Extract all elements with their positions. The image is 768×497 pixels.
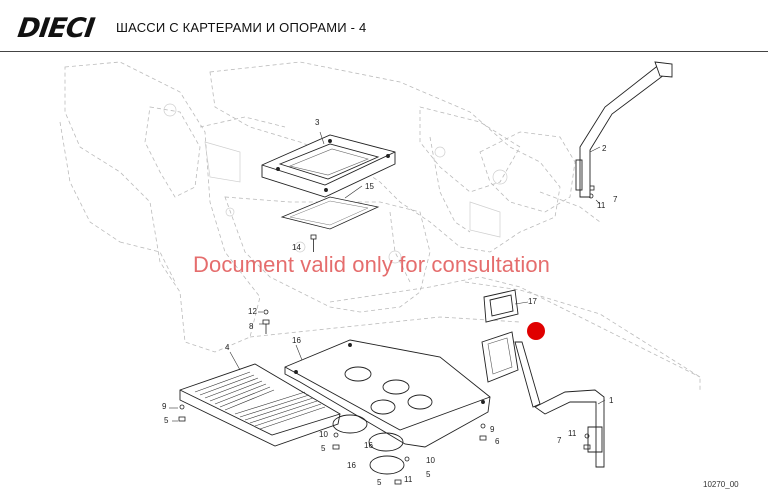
callout-10b: 10 xyxy=(426,456,435,465)
part-16-rings xyxy=(332,414,405,475)
callout-5d: 5 xyxy=(377,478,382,487)
part-2-upper-handle xyxy=(575,61,673,198)
drawing-code: 10270_00 xyxy=(703,480,739,489)
page-header: DIECI ШАССИ С КАРТЕРАМИ И ОПОРАМИ - 4 xyxy=(0,0,768,52)
brand-logo: DIECI xyxy=(15,13,96,44)
red-marker-dot xyxy=(527,322,545,340)
callout-16b: 16 xyxy=(347,461,356,470)
callout-5b: 5 xyxy=(321,444,326,453)
small-bolts xyxy=(178,185,595,485)
callout-7: 7 xyxy=(613,195,618,204)
consultation-watermark: Document valid only for consultation xyxy=(193,252,551,277)
callout-numbers: 3 15 14 2 11 7 12 8 4 16 17 1 9 5 9 6 10… xyxy=(162,118,618,487)
callout-14: 15 xyxy=(365,182,374,191)
chassis-detail-lines xyxy=(163,103,508,264)
callout-1: 1 xyxy=(609,396,614,405)
leader-lines xyxy=(169,131,606,422)
callout-11b: 11 xyxy=(404,475,413,484)
callout-17: 17 xyxy=(528,297,537,306)
callout-9: 9 xyxy=(162,402,167,411)
header-divider xyxy=(0,51,768,52)
callout-11c: 11 xyxy=(568,429,577,438)
callout-16: 16 xyxy=(364,441,373,450)
part-15-skid-plate xyxy=(284,339,491,448)
part-17-lamp xyxy=(481,289,519,383)
callout-12: 12 xyxy=(248,307,257,316)
callout-5: 5 xyxy=(164,416,169,425)
bolt-stack-13 xyxy=(310,234,317,252)
callout-4: 4 xyxy=(225,343,230,352)
callout-7b: 7 xyxy=(557,436,562,445)
callout-15: 16 xyxy=(292,336,301,345)
part-1-lower-handle xyxy=(514,341,605,468)
callout-11: 11 xyxy=(597,201,606,210)
callout-10: 10 xyxy=(319,430,328,439)
part-14-gasket xyxy=(280,196,380,230)
part-4-grille-plate xyxy=(179,363,341,447)
callout-13: 14 xyxy=(292,243,301,252)
callout-9b: 9 xyxy=(490,425,495,434)
exploded-parts-drawing: 3 15 14 2 11 7 12 8 4 16 17 1 9 5 9 6 10… xyxy=(59,61,701,487)
part-3-cover-plate xyxy=(261,134,396,198)
callout-2: 2 xyxy=(602,144,607,153)
callout-6: 6 xyxy=(495,437,500,446)
page-title: ШАССИ С КАРТЕРАМИ И ОПОРАМИ - 4 xyxy=(116,20,367,35)
chassis-frame-outline xyxy=(59,61,701,390)
bolt-12-8 xyxy=(262,309,270,334)
callout-3: 3 xyxy=(315,118,320,127)
callout-5c: 5 xyxy=(426,470,431,479)
callout-8: 8 xyxy=(249,322,254,331)
